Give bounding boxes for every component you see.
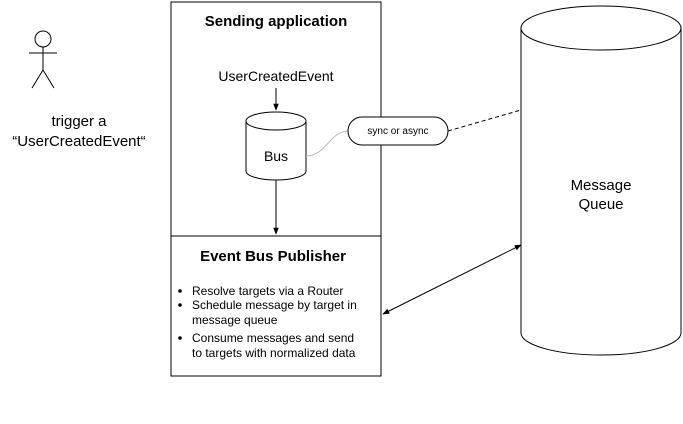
bullet-icon	[178, 336, 182, 340]
stick-figure-icon	[29, 30, 57, 89]
publisher-item-3-cont: to targets with normalized data	[192, 346, 356, 360]
dashed-connector	[447, 109, 522, 132]
sync-async-label: sync or async	[367, 126, 428, 137]
bus-connector-curve	[305, 130, 349, 157]
actor-caption-line1: trigger a	[51, 113, 107, 130]
event-label: UserCreatedEvent	[218, 68, 333, 84]
queue-label-line2: Queue	[578, 196, 623, 213]
publisher-item-2: Schedule message by target in	[192, 298, 357, 312]
bus-label: Bus	[264, 148, 288, 164]
queue-label-line1: Message	[571, 177, 632, 194]
publisher-item-3: Consume messages and send	[192, 331, 354, 345]
publisher-queue-arrow	[382, 244, 522, 315]
publisher-list: Resolve targets via a Router Schedule me…	[178, 284, 357, 360]
event-bus-publisher-box: Event Bus Publisher Resolve targets via …	[170, 235, 382, 377]
sync-async-badge: sync or async	[347, 116, 449, 146]
publisher-item-1: Resolve targets via a Router	[192, 284, 343, 298]
bullet-icon	[178, 303, 182, 307]
sending-application-title: Sending application	[205, 13, 348, 30]
message-queue-cylinder: Message Queue	[520, 5, 682, 356]
actor: trigger a “UserCreatedEvent“	[12, 30, 146, 150]
actor-caption-line2: “UserCreatedEvent“	[12, 133, 145, 150]
publisher-title: Event Bus Publisher	[200, 248, 346, 265]
publisher-item-2-cont: message queue	[192, 313, 278, 327]
bus-cylinder: Bus	[245, 111, 307, 181]
bullet-icon	[178, 289, 182, 293]
